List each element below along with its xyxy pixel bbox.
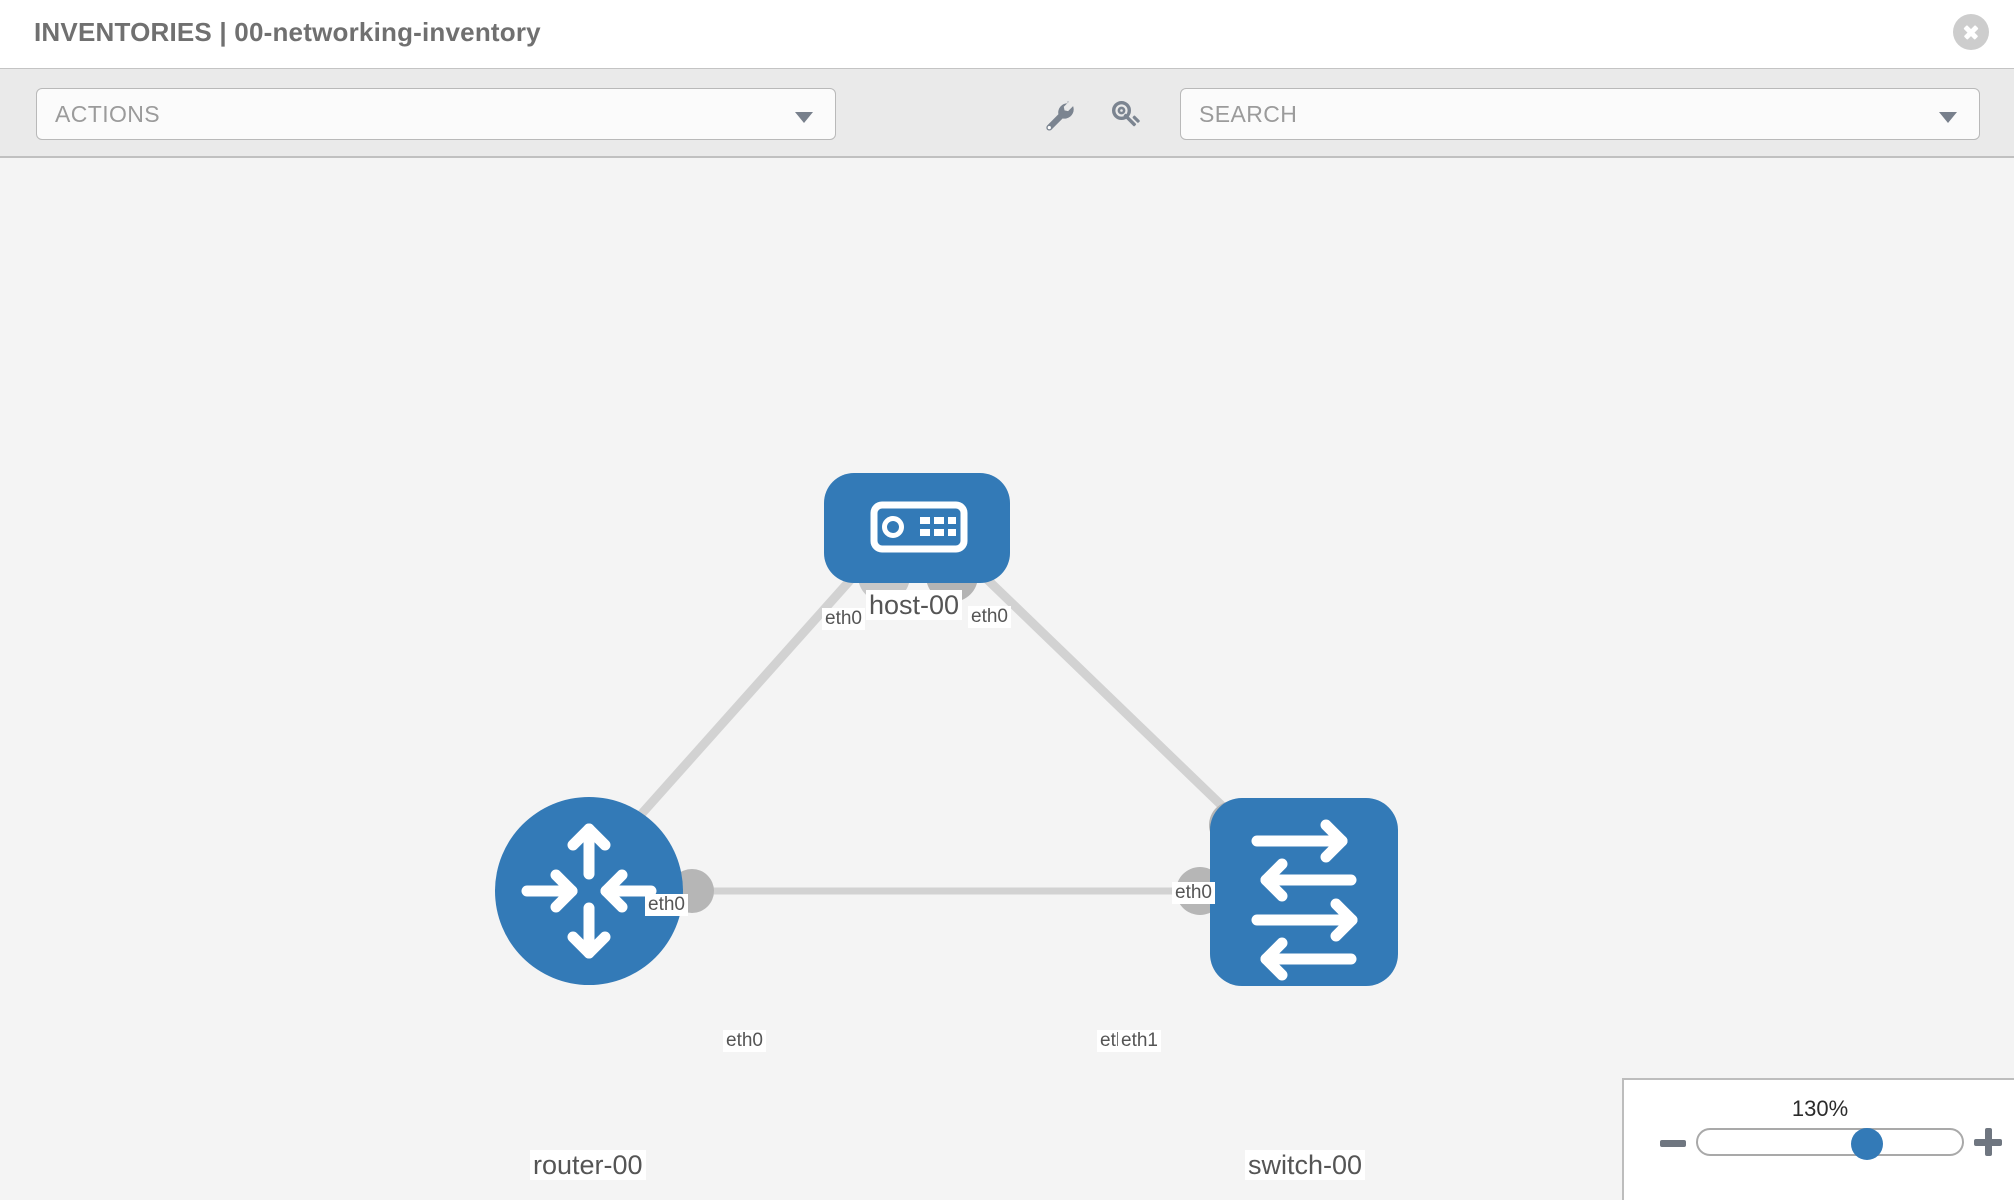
topology-links [616,554,1249,895]
switch-arrows-icon [1251,819,1358,981]
topology-canvas[interactable]: eth0 host-00 eth0 eth0 eth0 eth0 eth0 et… [0,158,2014,1200]
search-placeholder: SEARCH [1199,100,1298,127]
close-glyph [1953,14,1989,50]
node-host-00[interactable] [824,473,1010,583]
zoom-out-button[interactable] [1660,1140,1686,1147]
page-header: INVENTORIES | 00-networking-inventory [0,0,2014,68]
router-arrows-icon [521,823,657,959]
chevron-down-icon [795,112,813,123]
zoom-control-panel: 130% [1622,1078,2014,1200]
iface-label: eth0 [1172,882,1215,904]
iface-label: eth0 [822,608,865,630]
zoom-percent-label: 130% [1791,1096,1849,1121]
iface-label: eth1 [1118,1030,1161,1052]
node-label-host-00: host-00 [866,590,963,621]
link-host-router[interactable] [616,555,874,841]
server-icon [870,501,968,553]
iface-label: eth0 [723,1030,766,1052]
node-label-router-00: router-00 [530,1150,646,1181]
node-label-switch-00: switch-00 [1245,1150,1366,1181]
zoom-slider[interactable] [1696,1128,1964,1156]
iface-label: eth0 [645,894,688,916]
search-input[interactable]: SEARCH [1180,88,1980,140]
node-router-00[interactable] [495,797,683,985]
topology-endpoints [670,550,1257,915]
toolbar: ACTIONS SEARCH [0,68,2014,158]
actions-dropdown-label: ACTIONS [55,100,161,127]
wrench-icon[interactable] [1042,99,1076,133]
node-switch-00[interactable] [1210,798,1398,986]
topology-graph[interactable] [0,158,2014,1200]
page-title: INVENTORIES | 00-networking-inventory [34,17,541,47]
chevron-down-icon [1939,112,1957,123]
close-icon[interactable] [1953,14,1989,50]
link-host-switch[interactable] [961,554,1249,832]
zoom-in-button[interactable] [1974,1128,2002,1156]
actions-dropdown[interactable]: ACTIONS [36,88,836,140]
iface-label: eth0 [968,606,1011,628]
zoom-slider-handle[interactable] [1851,1128,1883,1160]
key-icon[interactable] [1110,99,1144,133]
